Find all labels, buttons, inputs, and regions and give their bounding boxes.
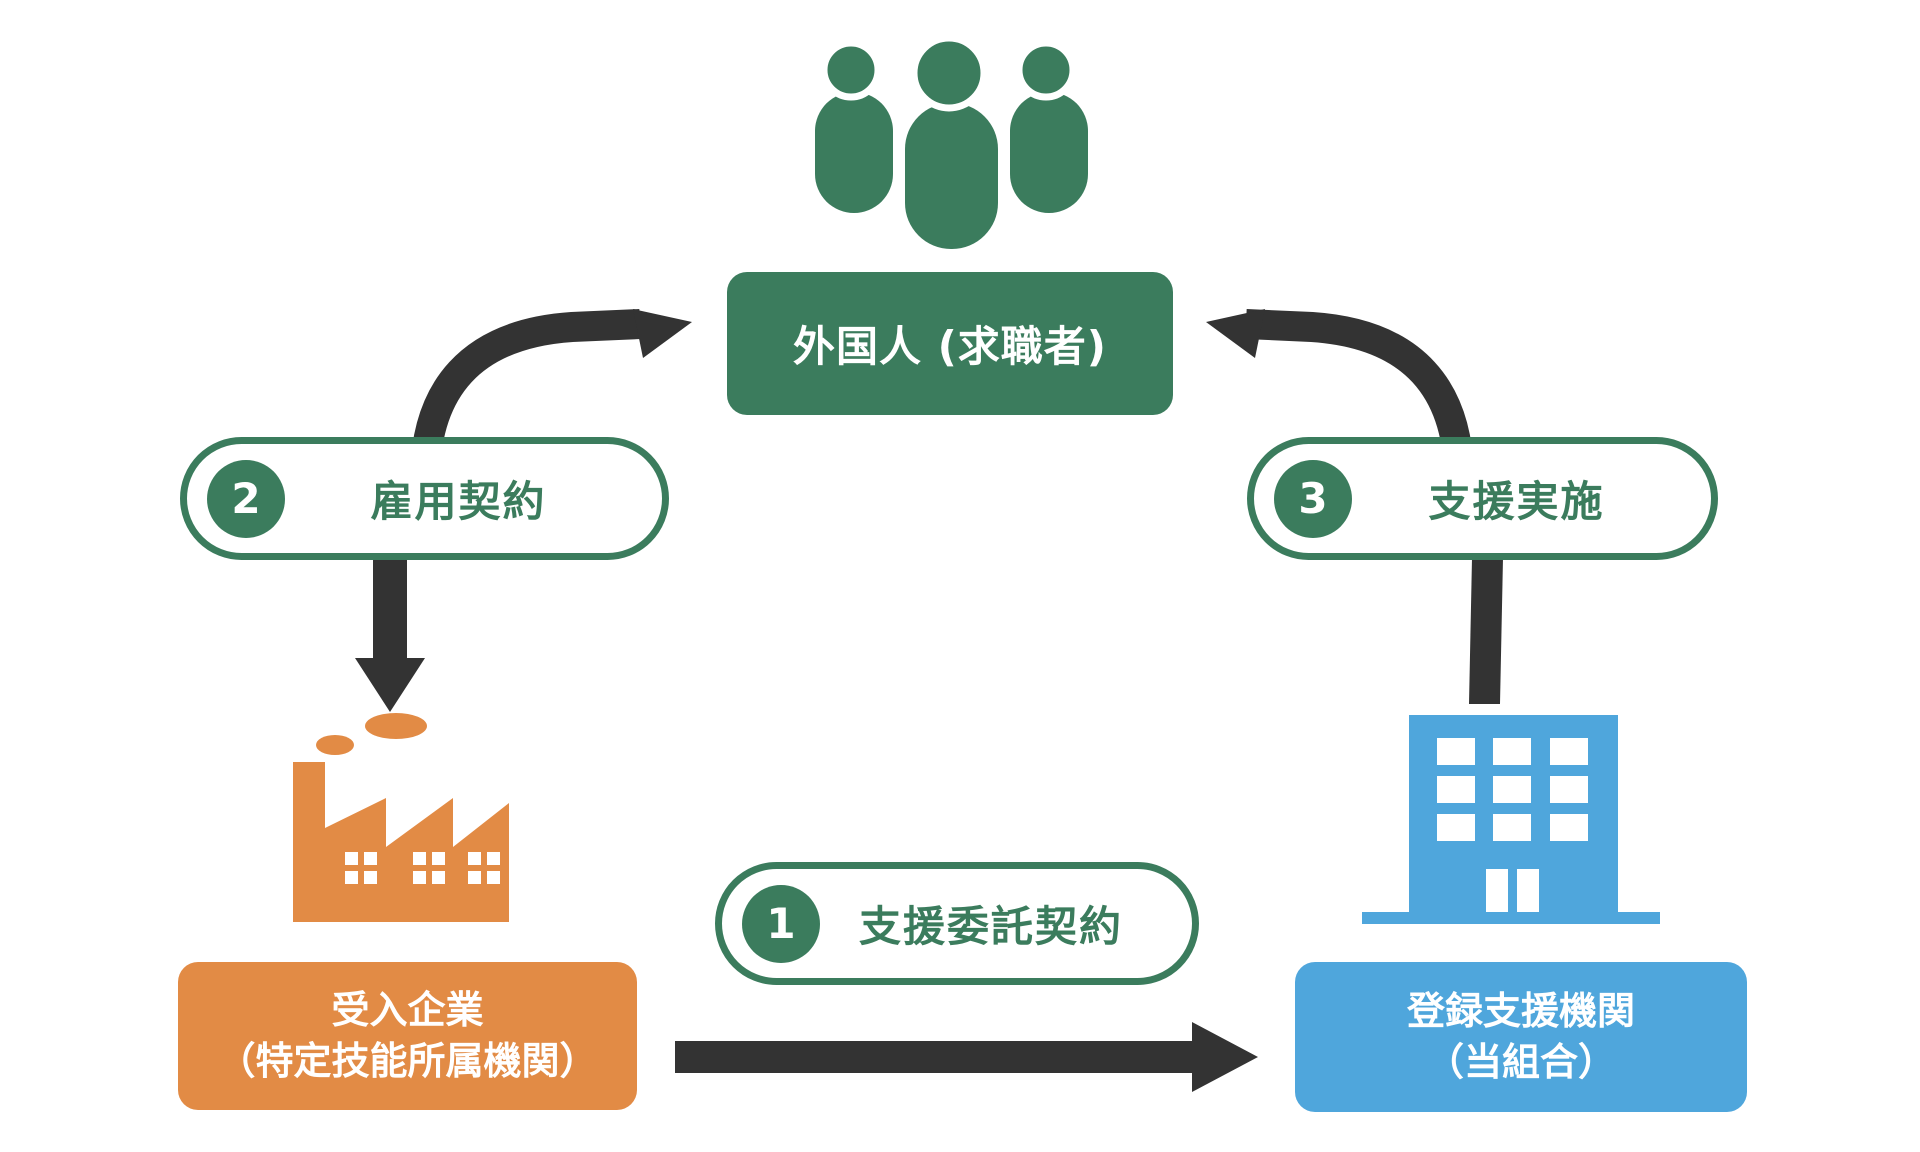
node-support-org-label-line2: （当組合） <box>1425 1040 1616 1084</box>
employment-contract-arrow-down <box>355 556 425 712</box>
step-3-pill: 3 支援実施 <box>1247 437 1718 560</box>
step-3-number-badge: 3 <box>1274 459 1352 538</box>
node-company-label-line2: （特定技能所属機関） <box>217 1039 598 1083</box>
step-2-number-badge: 2 <box>207 459 285 538</box>
factory-icon <box>293 713 509 922</box>
step-2-pill: 2 雇用契約 <box>180 437 669 560</box>
node-foreigner-label: 外国人 (求職者) <box>792 322 1107 371</box>
node-support-org-label-line1: 登録支援機関 <box>1406 988 1635 1033</box>
step-1-pill: 1 支援委託契約 <box>715 862 1199 985</box>
step-1-label: 支援委託契約 <box>858 902 1123 951</box>
node-company-label-line1: 受入企業 <box>331 987 484 1032</box>
node-foreigner: 外国人 (求職者) <box>727 272 1173 415</box>
step-1-number-badge: 1 <box>742 884 820 963</box>
node-support-org: 登録支援機関 （当組合） <box>1295 962 1747 1112</box>
building-icon <box>1362 715 1660 924</box>
step-2-label: 雇用契約 <box>370 477 547 526</box>
step-3-label: 支援実施 <box>1428 477 1605 526</box>
node-company: 受入企業 （特定技能所属機関） <box>178 962 637 1110</box>
people-icon <box>815 34 1088 249</box>
consignment-contract-arrow <box>675 1022 1258 1092</box>
